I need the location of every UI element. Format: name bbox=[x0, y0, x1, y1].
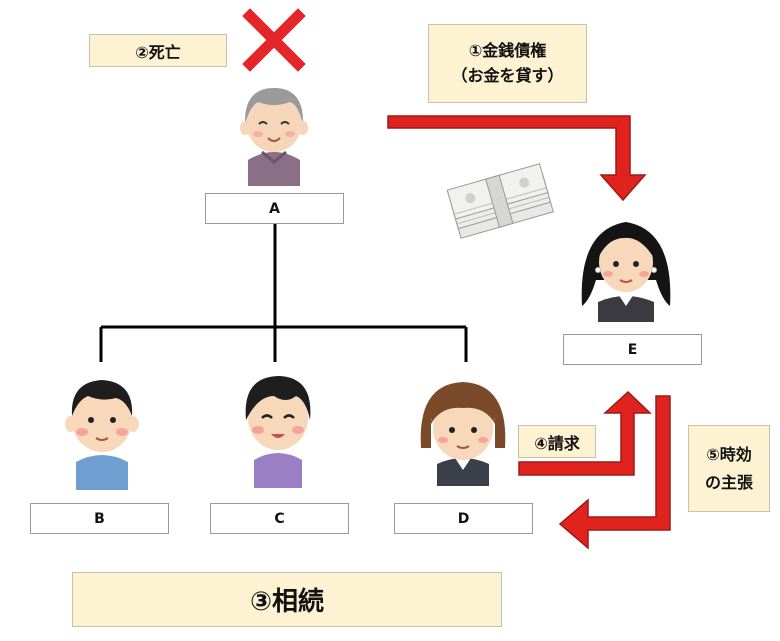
person-d-name: D bbox=[394, 503, 533, 534]
prescription-line2: の主張 bbox=[704, 472, 753, 492]
death-cross-icon bbox=[242, 8, 306, 72]
person-e-avatar bbox=[581, 222, 671, 322]
money-stack-icon bbox=[446, 163, 554, 239]
person-d-avatar bbox=[420, 382, 506, 486]
request-arrow bbox=[518, 390, 652, 476]
prescription-arrow bbox=[558, 395, 671, 550]
family-tree-lines bbox=[99, 224, 468, 362]
death-label: ②死亡 bbox=[89, 34, 227, 67]
inheritance-label: ③相続 bbox=[72, 572, 502, 627]
person-b-name: B bbox=[30, 503, 169, 534]
person-e-name: E bbox=[563, 334, 702, 365]
monetary-claim-line1: ①金銭債権 bbox=[468, 40, 547, 60]
loan-arrow bbox=[387, 115, 647, 202]
request-label: ④請求 bbox=[518, 425, 596, 458]
monetary-claim-label: ①金銭債権 （お金を貸す） bbox=[428, 24, 587, 103]
monetary-claim-line2: （お金を貸す） bbox=[451, 65, 564, 85]
prescription-line1: ⑤時効 bbox=[706, 445, 752, 465]
person-a-name: A bbox=[205, 193, 344, 224]
person-b-avatar bbox=[65, 380, 139, 490]
person-c-avatar bbox=[245, 376, 311, 488]
person-a-avatar bbox=[240, 88, 308, 186]
prescription-label: ⑤時効 の主張 bbox=[688, 425, 770, 512]
person-c-name: C bbox=[210, 503, 349, 534]
